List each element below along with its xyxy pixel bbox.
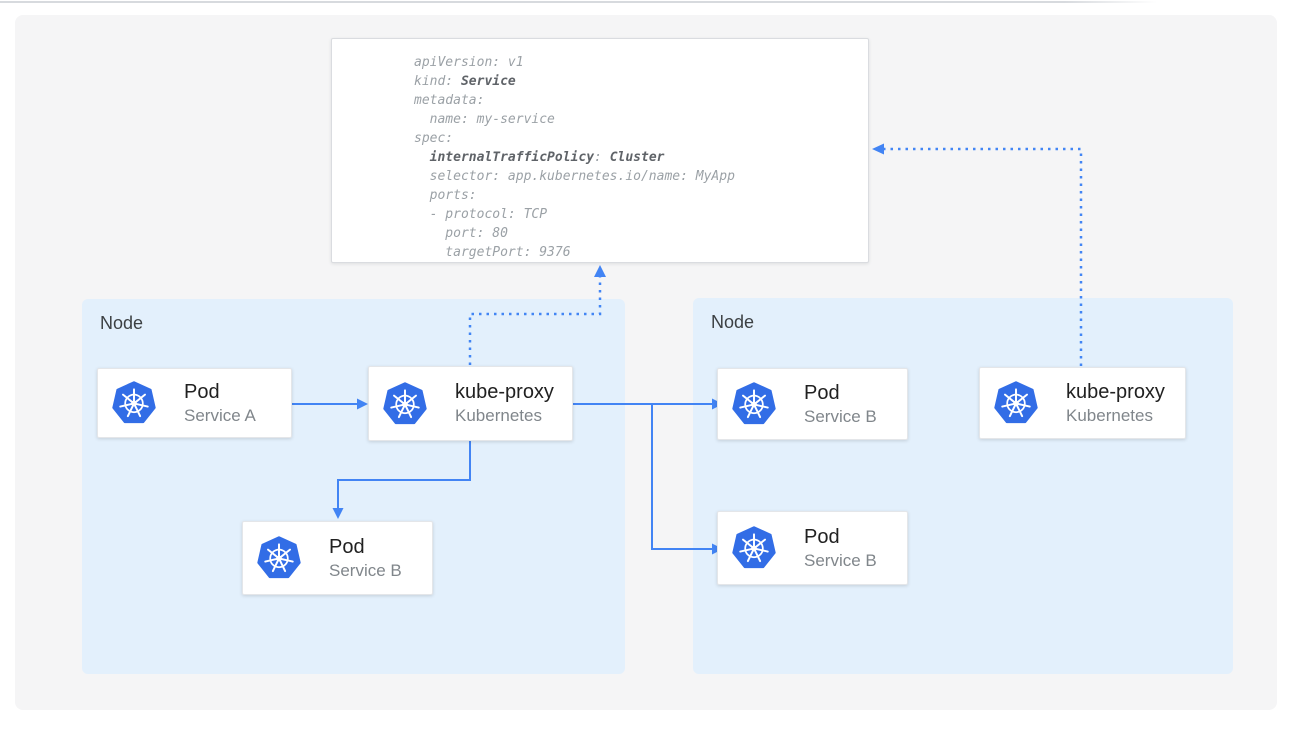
- pod-card-service-a: Pod Service A: [97, 368, 292, 438]
- kubernetes-logo-icon: [383, 382, 427, 426]
- card-subtitle: Service B: [804, 406, 877, 426]
- node-box-left: Node: [82, 299, 625, 674]
- pod-card-service-b-left: Pod Service B: [242, 521, 433, 595]
- kubernetes-logo-icon: [112, 381, 156, 425]
- card-subtitle: Service A: [184, 405, 256, 425]
- card-subtitle: Service B: [329, 560, 402, 580]
- pod-card-service-b-right-bottom: Pod Service B: [717, 511, 908, 585]
- node-box-right: Node: [693, 298, 1233, 674]
- card-subtitle: Kubernetes: [455, 406, 542, 425]
- card-title: Pod: [184, 380, 220, 403]
- card-title: Pod: [804, 381, 840, 404]
- card-subtitle: Service B: [804, 550, 877, 570]
- card-subtitle: Kubernetes: [1066, 405, 1153, 425]
- node-label-left: Node: [100, 313, 144, 333]
- card-title: kube-proxy: [455, 381, 554, 403]
- kubernetes-logo-icon: [732, 526, 776, 570]
- node-label-right: Node: [711, 312, 755, 332]
- card-title: kube-proxy: [1066, 380, 1165, 403]
- kube-proxy-card-left: kube-proxy Kubernetes: [368, 366, 573, 441]
- card-title: Pod: [804, 525, 840, 548]
- card-title: Pod: [329, 535, 365, 558]
- kubernetes-logo-icon: [257, 536, 301, 580]
- kubernetes-logo-icon: [732, 382, 776, 426]
- pod-card-service-b-right-top: Pod Service B: [717, 368, 908, 440]
- top-divider: [0, 1, 1157, 3]
- kubernetes-logo-icon: [994, 381, 1038, 425]
- kube-proxy-card-right: kube-proxy Kubernetes: [979, 367, 1186, 439]
